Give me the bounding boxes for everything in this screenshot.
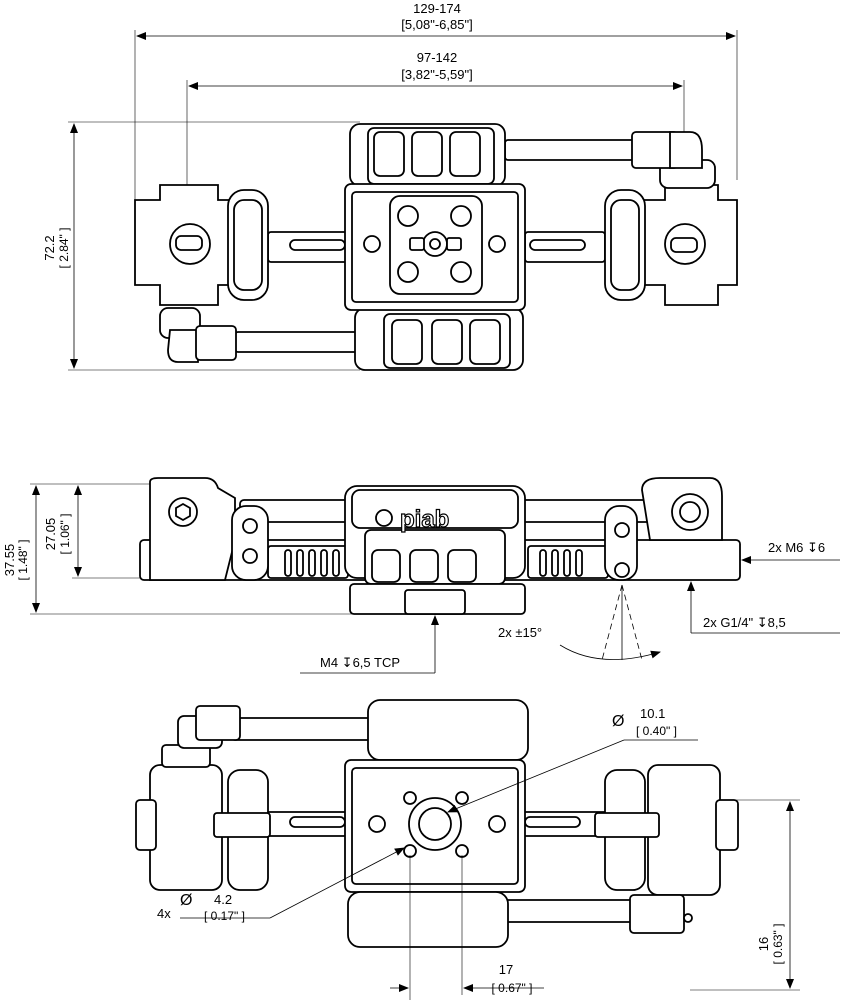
inner-width-dimension: 97-142 [3,82"-5,59"]: [186, 50, 685, 230]
left-rail-slots: [284, 549, 340, 577]
tcp-label: M4 ↧6,5 TCP: [320, 655, 400, 670]
offset-mm: 16: [756, 937, 771, 951]
height-top-in: [ 2.84" ]: [57, 228, 71, 269]
holes-symbol: Ø: [180, 892, 192, 909]
overall-width-in: [5,08"-6,85"]: [401, 17, 472, 32]
brand-logo: piab: [400, 506, 449, 533]
overall-width-dimension: 129-174 [5,08"-6,85"]: [134, 1, 738, 230]
m6-callout: 2x M6 ↧6: [741, 540, 840, 564]
overall-width-mm: 129-174: [413, 1, 461, 16]
height-top-dimension: 72.2 [ 2.84" ]: [42, 121, 360, 371]
pitch-mm: 17: [499, 962, 513, 977]
bore-mm: 10.1: [640, 706, 665, 721]
side-height-dimension: 37.55 [ 1.48" ] 27.05 [ 1.06" ]: [2, 483, 380, 615]
height-top-mm: 72.2: [42, 235, 57, 260]
top-view: 129-174 [5,08"-6,85"] 97-142 [3,82"-5,59…: [42, 1, 738, 371]
g14-callout: 2x G1/4" ↧8,5: [687, 581, 840, 634]
inner-width-in: [3,82"-5,59"]: [401, 67, 472, 82]
angle-indicator: 2x ±15°: [498, 584, 661, 661]
pitch-in: [ 0.67" ]: [492, 981, 533, 995]
holes-in: [ 0.17" ]: [204, 909, 245, 923]
side-height-in: [ 1.48" ]: [16, 540, 30, 581]
bottom-view: Ø 10.1 [ 0.40" ] 4x Ø 4.2 [ 0.17" ] 17 […: [135, 699, 800, 1000]
holes-count: 4x: [157, 906, 171, 921]
angle-label: 2x ±15°: [498, 625, 542, 640]
bore-symbol: Ø: [612, 713, 624, 730]
tcp-callout: M4 ↧6,5 TCP: [300, 615, 439, 674]
offset-dimension: 16 [ 0.63" ]: [690, 799, 800, 991]
side-inner-mm: 27.05: [43, 518, 58, 551]
offset-in: [ 0.63" ]: [771, 924, 785, 965]
bore-callout: Ø 10.1 [ 0.40" ]: [447, 706, 698, 813]
inner-width-mm: 97-142: [417, 50, 457, 65]
m6-label: 2x M6 ↧6: [768, 540, 825, 555]
side-height-mm: 37.55: [2, 544, 17, 577]
holes-mm: 4.2: [214, 892, 232, 907]
side-view: 37.55 [ 1.48" ] 27.05 [ 1.06" ]: [2, 477, 840, 674]
side-inner-in: [ 1.06" ]: [58, 514, 72, 555]
bore-in: [ 0.40" ]: [636, 724, 677, 738]
holes-callout: 4x Ø 4.2 [ 0.17" ]: [157, 847, 405, 923]
g14-label: 2x G1/4" ↧8,5: [703, 615, 786, 630]
pitch-dimension: 17 [ 0.67" ]: [390, 855, 544, 1000]
right-rail-slots: [539, 549, 583, 577]
